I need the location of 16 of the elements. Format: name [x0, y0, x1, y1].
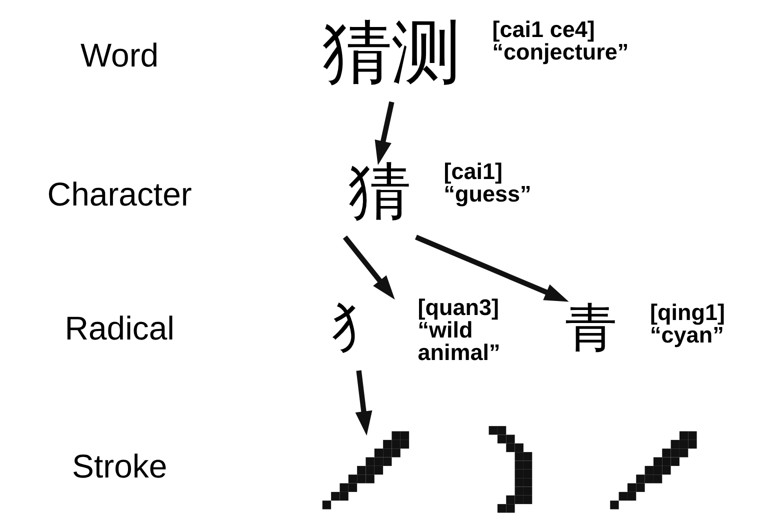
- label: Word: [80, 36, 158, 74]
- label: Character: [46, 175, 192, 212]
- label: Radical: [64, 310, 174, 347]
- node-text: 犭: [332, 298, 384, 358]
- arrow: [354, 370, 372, 436]
- arrow: [374, 101, 394, 166]
- node-text: 猜: [348, 154, 410, 228]
- node-label: [cai1] “guess”: [443, 158, 531, 206]
- node-text: 猜测: [322, 12, 460, 93]
- arrow: [414, 234, 568, 302]
- node-label: [cai1 ce4] “conjecture”: [492, 16, 628, 64]
- arrow: [342, 236, 394, 300]
- label: Stroke: [72, 448, 167, 485]
- node-text: 青: [564, 298, 617, 358]
- node-label: [quan3] “wild animal”: [417, 294, 500, 366]
- node-label: [qing1] “cyan”: [650, 300, 725, 348]
